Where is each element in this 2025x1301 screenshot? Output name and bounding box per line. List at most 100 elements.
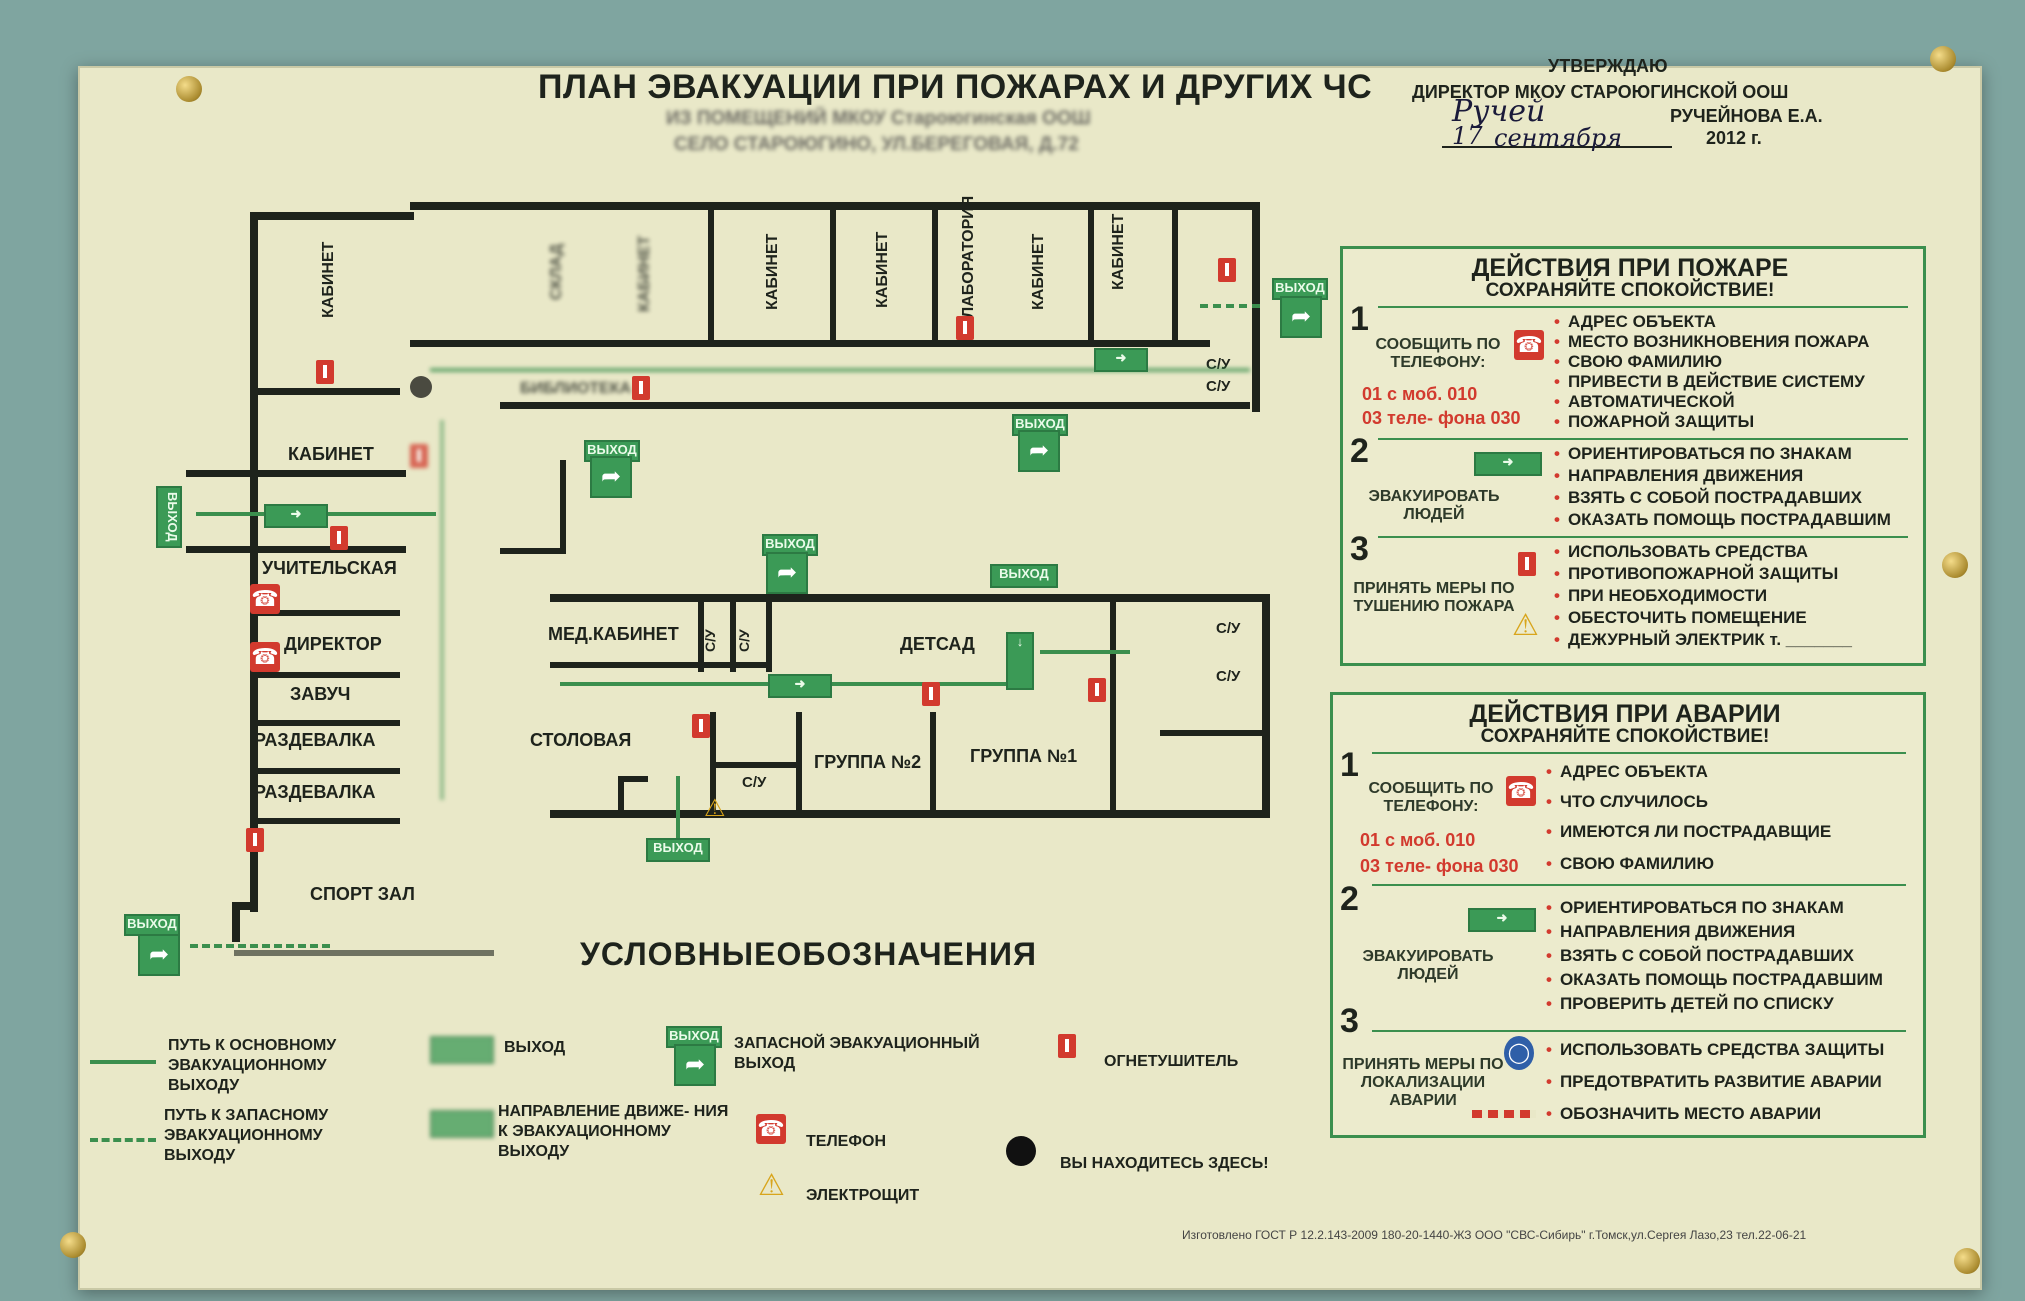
room-kabinet: КАБИНЕТ — [874, 231, 891, 308]
fire-phone-code: 01 с моб. 010 — [1362, 384, 1478, 404]
exit-sign: ВЫХОД — [990, 564, 1058, 588]
room-kabinet: КАБИНЕТ — [1110, 213, 1127, 290]
exit-sign: ВЫХОД — [762, 534, 818, 556]
electrical-panel-icon: ⚠ — [704, 795, 726, 822]
screw — [1942, 552, 1968, 578]
wall — [250, 212, 258, 912]
fire-step1-label: СООБЩИТЬ ПО ТЕЛЕФОНУ: — [1375, 336, 1501, 371]
direction-sign: ↓ — [1006, 632, 1034, 690]
wall — [796, 712, 802, 816]
spare-path-arrow — [90, 1138, 156, 1142]
direction-sign: ➜ — [1094, 348, 1148, 372]
exit-sign: ВЫХОД — [666, 1026, 722, 1048]
phone-icon: ☎ — [1514, 330, 1544, 360]
legend-exit: ВЫХОД — [504, 1039, 566, 1056]
fire-phone-code: 03 теле- фона 030 — [1362, 408, 1521, 428]
wall — [234, 950, 494, 956]
fire-step1-item: ПОЖАРНОЙ ЗАЩИТЫ — [1554, 412, 1754, 432]
legend-spare-path: ПУТЬ К ЗАПАСНОМУ ЭВАКУАЦИОННОМУ ВЫХОДУ — [164, 1107, 329, 1164]
wall — [250, 720, 400, 726]
legend-panel: ЭЛЕКТРОЩИТ — [806, 1187, 920, 1204]
plan-subtitle-2: СЕЛО СТАРОЮГИНО, УЛ.БЕРЕГОВАЯ, Д.72 — [674, 134, 1079, 155]
room-cloakroom: РАЗДЕВАЛКА — [254, 730, 376, 750]
room-kabinet: КАБИНЕТ — [320, 241, 337, 318]
divider — [1378, 438, 1908, 440]
legend-here: ВЫ НАХОДИТЕСЬ ЗДЕСЬ! — [1060, 1155, 1269, 1172]
wall — [500, 548, 566, 554]
protection-icon: ◯ — [1504, 1036, 1534, 1070]
phone-icon: ☎ — [1506, 776, 1536, 806]
wall — [550, 594, 1270, 602]
exit-sign-icon: ➦ — [766, 552, 808, 594]
phone-icon: ☎ — [756, 1114, 786, 1144]
extinguisher-icon — [1218, 258, 1236, 282]
fire-step2-item: ВЗЯТЬ С СОБОЙ ПОСТРАДАВШИХ — [1554, 488, 1862, 508]
accident-phone-code: 03 теле- фона 030 — [1360, 856, 1519, 876]
exit-sign-icon — [430, 1036, 494, 1064]
evacuation-arrow — [1040, 650, 1130, 654]
fire-panel-title: ДЕЙСТВИЯ ПРИ ПОЖАРЕ — [1471, 254, 1789, 282]
extinguisher-icon — [922, 682, 940, 706]
approval-position: ДИРЕКТОР МКОУ СТАРОЮГИНСКОЙ ООШ — [1412, 82, 1789, 102]
accident-step1-item: ИМЕЮТСЯ ЛИ ПОСТРАДАВЩИЕ — [1546, 822, 1831, 842]
legend-direction: НАПРАВЛЕНИЕ ДВИЖЕ- НИЯ К ЭВАКУАЦИОННОМУ … — [498, 1103, 729, 1160]
room-medical: МЕД.КАБИНЕТ — [548, 624, 679, 644]
signature: Ручей — [1452, 94, 1546, 129]
room-wc: С/У — [1216, 668, 1241, 685]
fire-step3-item: ИСПОЛЬЗОВАТЬ СРЕДСТВА — [1554, 542, 1808, 562]
wall — [698, 602, 704, 672]
accident-panel-subtitle: СОХРАНЯЙТЕ СПОКОЙСТВИЕ! — [1480, 726, 1770, 747]
direction-sign: ➜ — [1468, 908, 1536, 932]
room-wc: С/У — [702, 629, 718, 652]
accident-step3-item: ОБОЗНАЧИТЬ МЕСТО АВАРИИ — [1546, 1104, 1821, 1124]
room-cloakroom: РАЗДЕВАЛКА — [254, 782, 376, 802]
room-group-1: ГРУППА №1 — [970, 746, 1078, 766]
step-number: 2 — [1340, 880, 1359, 918]
room-gym: СПОРТ ЗАЛ — [310, 884, 415, 904]
extinguisher-icon — [632, 376, 650, 400]
accident-step3-label: ПРИНЯТЬ МЕРЫ ПО ЛОКАЛИЗАЦИИ АВАРИИ — [1342, 1056, 1504, 1109]
wall — [930, 712, 936, 816]
exit-sign-icon: ➦ — [590, 456, 632, 498]
wall — [708, 210, 714, 344]
accident-marker-icon — [1472, 1110, 1536, 1118]
fire-step2-item: ОКАЗАТЬ ПОМОЩЬ ПОСТРАДАВШИМ — [1554, 510, 1891, 530]
wall — [410, 202, 1260, 210]
room-wc: С/У — [736, 629, 752, 652]
room-kabinet: КАБИНЕТ — [288, 444, 374, 464]
accident-step1-item: ЧТО СЛУЧИЛОСЬ — [1546, 792, 1708, 812]
exit-sign: ВЫХОД — [646, 838, 710, 862]
fire-step1-item: ПРИВЕСТИ В ДЕЙСТВИЕ СИСТЕМУ — [1554, 372, 1865, 392]
electrical-panel-icon: ⚠ — [758, 1169, 785, 1202]
spare-evacuation-arrow — [1200, 304, 1260, 308]
extinguisher-icon — [1088, 678, 1106, 702]
wall — [232, 902, 240, 942]
main-path-arrow — [90, 1060, 156, 1064]
wall — [1262, 594, 1270, 816]
room-laboratory: ЛАБОРАТОРИЯ — [960, 195, 977, 318]
fire-step1-item: АВТОМАТИЧЕСКОЙ — [1554, 392, 1735, 412]
wall — [932, 210, 938, 344]
wall — [710, 762, 796, 768]
step-number: 1 — [1340, 746, 1359, 784]
accident-step3-item: ИСПОЛЬЗОВАТЬ СРЕДСТВА ЗАЩИТЫ — [1546, 1040, 1884, 1060]
fire-step2-item: НАПРАВЛЕНИЯ ДВИЖЕНИЯ — [1554, 466, 1803, 486]
wall — [618, 776, 648, 782]
approval-name: РУЧЕЙНОВА Е.А. — [1670, 106, 1823, 126]
extinguisher-icon — [1058, 1034, 1076, 1058]
evacuation-arrow — [440, 420, 444, 800]
divider — [1372, 1030, 1906, 1032]
divider — [1378, 536, 1908, 538]
legend-phone: ТЕЛЕФОН — [806, 1133, 886, 1150]
divider — [1372, 884, 1906, 886]
fire-step3-item: ПРИ НЕОБХОДИМОСТИ — [1554, 586, 1767, 606]
you-are-here-icon — [410, 376, 432, 398]
wall — [1110, 602, 1116, 816]
you-are-here-icon — [1006, 1136, 1036, 1166]
direction-sign: ➜ — [768, 674, 832, 698]
evacuation-arrow — [430, 368, 1250, 372]
wall — [250, 388, 400, 395]
screw — [1930, 46, 1956, 72]
extinguisher-icon — [246, 828, 264, 852]
wall — [186, 470, 406, 477]
